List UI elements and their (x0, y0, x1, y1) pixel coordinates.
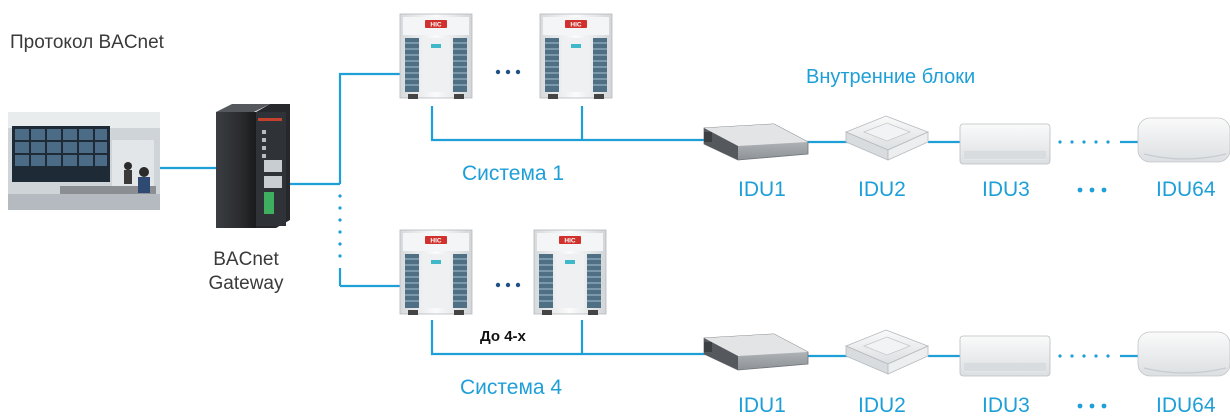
idu64-label: IDU64 (1156, 178, 1216, 201)
control-room-image (8, 112, 160, 210)
dotted-links (338, 140, 1110, 358)
up-to-label: До 4-х (480, 328, 526, 345)
cassette-unit-idu2-sys4 (845, 329, 929, 375)
gateway-label: BACnet Gateway (196, 248, 296, 296)
ellipsis-dots-odu (495, 69, 521, 288)
ellipsis-dots-idu (1077, 187, 1107, 409)
idu2-label-sys4: IDU2 (858, 394, 906, 417)
ceiling-unit-idu3-sys4 (959, 335, 1051, 377)
idu1-label: IDU1 (738, 178, 786, 201)
gateway-label-line2: Gateway (208, 273, 284, 294)
idu3-label: IDU3 (982, 178, 1030, 201)
outdoor-unit-sys1-a (399, 13, 473, 100)
duct-unit-idu1-sys4 (703, 333, 809, 371)
outdoor-unit-sys1-b (539, 13, 613, 100)
wall-unit-idu64-sys4 (1137, 331, 1230, 377)
wall-unit-idu64 (1137, 117, 1230, 163)
system4-label: Система 4 (460, 376, 563, 399)
gateway-device (216, 104, 290, 228)
idu1-label-sys4: IDU1 (738, 394, 786, 417)
gateway-label-line1: BACnet (213, 249, 279, 270)
ceiling-unit-idu3 (959, 123, 1051, 165)
idu64-label-sys4: IDU64 (1156, 394, 1216, 417)
system1-label: Система 1 (462, 162, 565, 185)
duct-unit-idu1 (703, 123, 809, 161)
outdoor-unit-sys4-b (533, 229, 607, 316)
indoor-units-title: Внутренние блоки (806, 66, 976, 88)
protocol-title: Протокол BACnet (10, 32, 164, 53)
cassette-unit-idu2 (845, 115, 929, 161)
outdoor-unit-sys4-a (399, 229, 473, 316)
idu2-label: IDU2 (858, 178, 906, 201)
connection-lines (160, 72, 1140, 358)
idu3-label-sys4: IDU3 (982, 394, 1030, 417)
